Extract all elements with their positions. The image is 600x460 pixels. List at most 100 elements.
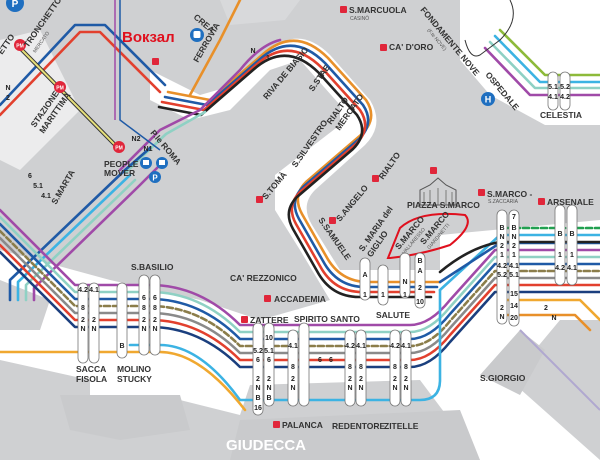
svg-text:4.2: 4.2 [345,343,355,350]
svg-text:B: B [417,258,422,265]
svg-text:N: N [250,48,255,55]
map-title: Вокзал [122,29,175,46]
svg-text:N: N [80,326,85,333]
svg-text:N: N [499,234,504,241]
svg-text:8: 8 [81,305,85,312]
svg-text:16: 16 [254,405,262,412]
svg-text:2: 2 [81,317,85,324]
svg-text:8: 8 [404,364,408,371]
svg-text:S.ANGELO: S.ANGELO [334,183,370,224]
svg-text:P: P [152,174,158,183]
svg-text:4.2: 4.2 [497,263,507,270]
svg-text:14: 14 [510,303,518,310]
parking-icon: P [6,0,24,12]
svg-text:FISOLA: FISOLA [76,374,107,384]
svg-text:2: 2 [291,376,295,383]
svg-text:ARSENALE: ARSENALE [547,197,594,207]
svg-text:B: B [119,343,124,350]
svg-text:N: N [152,326,157,333]
svg-text:CA' D'ORO: CA' D'ORO [389,42,434,52]
svg-text:B: B [511,225,516,232]
svg-text:6: 6 [28,173,32,180]
svg-text:8: 8 [348,364,352,371]
svg-text:N: N [255,385,260,392]
svg-text:1: 1 [403,292,407,299]
svg-text:P: P [12,0,19,10]
svg-text:1: 1 [570,252,574,259]
annotation-outline [386,212,469,259]
svg-text:N: N [511,234,516,241]
svg-text:PM: PM [115,146,123,152]
svg-text:7: 7 [512,214,516,221]
svg-text:6: 6 [142,295,146,302]
svg-text:4.2: 4.2 [560,94,570,101]
grand-canal-lines [118,0,442,299]
svg-text:PM: PM [16,44,24,50]
svg-text:PEOPLE: PEOPLE [104,159,139,169]
svg-text:4.1: 4.1 [288,343,298,350]
svg-text:S.MARCUOLA: S.MARCUOLA [349,5,407,15]
svg-text:2: 2 [153,317,157,324]
svg-text:A: A [417,268,422,275]
svg-text:N: N [392,385,397,392]
svg-text:N: N [551,315,556,322]
svg-text:N1: N1 [144,146,153,153]
svg-text:N: N [347,385,352,392]
line-purple-north [118,38,282,172]
svg-text:2: 2 [267,376,271,383]
parking-icon: P [149,171,161,183]
svg-text:5.1: 5.1 [548,84,558,91]
svg-text:B: B [569,231,574,238]
svg-text:8: 8 [393,364,397,371]
train-icon [190,28,204,42]
svg-text:ZITELLE: ZITELLE [384,421,419,431]
svg-text:B: B [266,395,271,402]
icons: P P H [6,0,495,206]
svg-text:1: 1 [558,252,562,259]
svg-text:2: 2 [500,305,504,312]
svg-text:N2: N2 [132,136,141,143]
svg-text:5.2: 5.2 [253,348,263,355]
svg-text:4.2: 4.2 [78,287,88,294]
svg-text:MOLINO: MOLINO [117,364,151,374]
svg-text:5.2: 5.2 [560,84,570,91]
stop-markers: PM PM PM [14,6,545,428]
svg-text:2: 2 [142,317,146,324]
svg-text:S.BASILIO: S.BASILIO [131,262,174,272]
svg-text:ACCADEMIA: ACCADEMIA [274,294,326,304]
svg-text:2: 2 [404,376,408,383]
svg-text:4.1: 4.1 [401,343,411,350]
svg-text:2: 2 [393,376,397,383]
svg-text:2: 2 [418,285,422,292]
svg-text:PM: PM [56,86,64,92]
svg-text:6: 6 [153,295,157,302]
svg-text:MOVER: MOVER [104,168,135,178]
line-teal-north [124,110,207,174]
bus-icon [140,157,168,169]
svg-text:6: 6 [318,357,322,364]
svg-text:2: 2 [512,243,516,250]
svg-text:2: 2 [359,376,363,383]
svg-text:REDENTORE: REDENTORE [332,421,386,431]
svg-text:10: 10 [416,299,424,306]
svg-text:1: 1 [500,252,504,259]
svg-text:N: N [5,85,10,92]
svg-text:B: B [255,395,260,402]
stop-capsules [77,71,578,416]
svg-text:S.ZACCARIA: S.ZACCARIA [488,199,519,205]
svg-text:N: N [358,385,363,392]
svg-text:2: 2 [348,376,352,383]
svg-text:N: N [290,385,295,392]
svg-text:4.1: 4.1 [509,263,519,270]
svg-text:5.2: 5.2 [497,272,507,279]
svg-text:CA' REZZONICO: CA' REZZONICO [230,273,297,283]
svg-text:4.2: 4.2 [390,343,400,350]
line-black [157,54,433,299]
svg-text:STUCKY: STUCKY [117,374,152,384]
svg-text:4.1: 4.1 [356,343,366,350]
svg-text:1: 1 [381,292,385,299]
svg-text:1: 1 [512,252,516,259]
svg-text:SPIRITO SANTO: SPIRITO SANTO [294,314,360,324]
svg-text:4.1: 4.1 [89,287,99,294]
